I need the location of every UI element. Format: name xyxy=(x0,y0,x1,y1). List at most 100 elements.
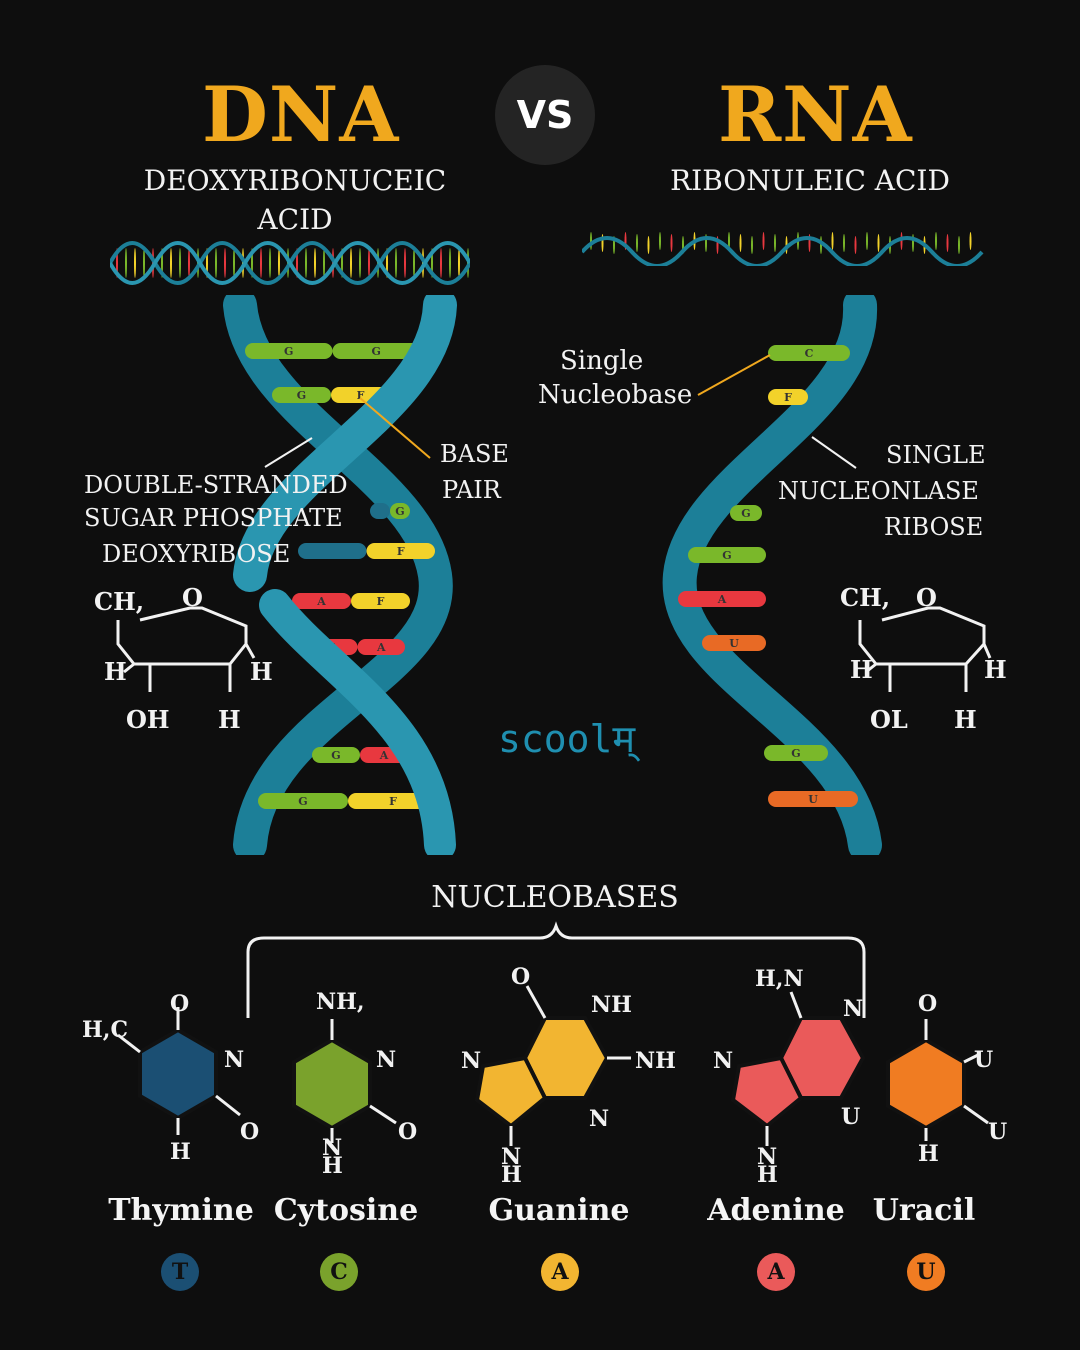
guanine-structure: O NH NH N N N H xyxy=(461,964,676,1188)
dna-mini-helix-icon xyxy=(110,241,470,285)
mini-strand-rung xyxy=(762,232,765,250)
dna-rung-left-letter: G xyxy=(331,749,340,762)
mini-helix-rung xyxy=(260,248,262,278)
rna-base-letter: U xyxy=(808,793,818,806)
ribose-o-label: O xyxy=(916,583,937,612)
mini-strand-rung xyxy=(831,232,834,250)
mini-strand-rung xyxy=(843,234,845,252)
rna-base-rung xyxy=(768,791,858,807)
cytosine-letter-badge: C xyxy=(320,1253,358,1291)
uracil-structure: O U U H xyxy=(886,991,1007,1165)
dna-rung-left xyxy=(298,543,367,559)
dna-rung-left-letter: G xyxy=(298,795,307,808)
mini-strand-rung xyxy=(647,236,650,254)
thymine-name: Thymine xyxy=(108,1193,254,1228)
nucleobases-title: NUCLEOBASES xyxy=(431,880,679,915)
adenine-atom-6: H xyxy=(757,1162,778,1188)
dna-rung-right-letter: G xyxy=(372,345,381,358)
dna-rung-left xyxy=(370,503,390,519)
dna-rung-left xyxy=(312,747,360,763)
single-nucleobase-label-1: Single xyxy=(560,346,644,376)
thymine-structure: O H,C N O H xyxy=(82,991,259,1165)
dna-rung-left xyxy=(258,793,348,809)
adenine-structure: H,N N N U N H xyxy=(713,966,866,1188)
rna-base-rung xyxy=(688,547,766,563)
rna-title: RNA xyxy=(718,70,913,159)
uracil-atom-4: H xyxy=(918,1141,939,1165)
ribose-h-bottom-label: H xyxy=(954,705,977,734)
cytosine-atom-4: N xyxy=(322,1135,342,1161)
adenine-atom-5: N xyxy=(757,1144,777,1170)
sugar-h-right-label: H xyxy=(250,657,273,686)
cytosine-name: Cytosine xyxy=(273,1193,419,1228)
nucleobases-bracket xyxy=(246,921,866,1018)
dna-rung-right xyxy=(366,543,435,559)
mini-helix-rung xyxy=(359,248,361,278)
mini-strand-rung xyxy=(739,234,742,252)
mini-helix-rung xyxy=(323,248,325,278)
dna-rung-left-letter: A xyxy=(316,595,326,608)
dna-rung-left-letter: G xyxy=(284,345,293,358)
ribose-oh-label: OL xyxy=(870,705,908,734)
uracil-atom-1: O xyxy=(918,991,937,1017)
mini-strand-rung xyxy=(946,234,949,252)
guanine-name: Guanine xyxy=(488,1193,630,1228)
rna-base-letter: G xyxy=(741,507,750,520)
rna-base-rung xyxy=(702,635,766,651)
base-pair-label-2: PAIR xyxy=(442,476,501,504)
dna-rung-right xyxy=(332,343,420,359)
guanine-letter-badge: A xyxy=(541,1253,579,1291)
thymine-atom-1: O xyxy=(170,991,189,1017)
mini-helix-rung xyxy=(440,248,442,278)
thymine-letter-badge: T xyxy=(161,1253,199,1291)
guanine-atom-7: H xyxy=(501,1162,522,1188)
mini-helix-rung xyxy=(143,248,145,278)
mini-helix-rung xyxy=(269,248,271,278)
mini-helix-rung xyxy=(395,248,397,278)
mini-helix-rung xyxy=(458,248,460,278)
mini-helix-rung xyxy=(170,248,172,278)
dna-rung-right-letter: F xyxy=(377,595,385,608)
mini-helix-rung xyxy=(404,248,406,278)
mini-helix-rung xyxy=(188,248,190,278)
mini-helix-rung xyxy=(125,248,127,278)
mini-strand-rung xyxy=(958,236,960,254)
sugar-oh-label: OH xyxy=(126,705,170,734)
mini-helix-rung xyxy=(224,248,226,278)
rna-strand-label-2: NUCLEONLASE xyxy=(778,477,979,505)
rna-base-letter: A xyxy=(717,593,727,606)
sugar-h-bottom-label: H xyxy=(218,705,241,734)
rna-base-letter: C xyxy=(805,347,814,360)
mini-helix-rung xyxy=(305,248,307,278)
mini-strand-rung xyxy=(659,232,661,250)
mini-helix-rung xyxy=(134,248,136,278)
base-pair-label-1: BASE xyxy=(440,440,509,468)
cytosine-atom-2: N xyxy=(376,1047,396,1073)
mini-helix-rung xyxy=(350,248,352,278)
uracil-letter-badge: U xyxy=(907,1253,945,1291)
guanine-atom-6: N xyxy=(501,1144,521,1170)
adenine-atom-1: H,N xyxy=(755,966,804,992)
rna-base-letter: F xyxy=(784,391,792,404)
mini-helix-rung xyxy=(449,248,451,278)
dna-strand-label-3: DEOXYRIBOSE xyxy=(102,540,291,568)
mini-helix-rung xyxy=(215,248,217,278)
uracil-atom-3: U xyxy=(988,1119,1007,1145)
thymine-atom-3: N xyxy=(224,1047,244,1073)
mini-strand-rung xyxy=(751,236,753,254)
rna-base-letter: U xyxy=(729,637,739,650)
mini-helix-rung xyxy=(179,248,181,278)
rna-base-rung xyxy=(678,591,766,607)
rna-base-rung xyxy=(764,745,828,761)
dna-rung-left xyxy=(245,343,333,359)
rna-base-rung xyxy=(730,505,762,521)
mini-strand-rung xyxy=(969,232,972,250)
thymine-atom-2: H,C xyxy=(82,1017,128,1043)
single-nucleobase-label-2: Nucleobase xyxy=(538,380,693,410)
uracil-atom-2: U xyxy=(974,1047,993,1073)
dna-strand-label-2: SUGAR PHOSPHATE xyxy=(84,504,343,532)
ribose-structure: CH, O H H OL H xyxy=(840,583,1007,734)
